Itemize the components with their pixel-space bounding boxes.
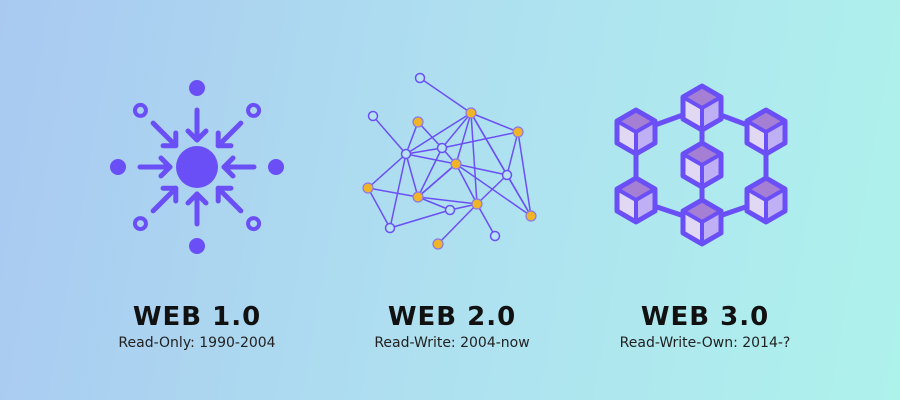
network-edge	[476, 203, 496, 237]
panel-title: WEB 2.0	[387, 302, 517, 332]
arrow-head-icon	[215, 185, 234, 204]
block-cube-icon	[744, 175, 788, 225]
peer-node	[444, 204, 456, 216]
network-edge	[405, 153, 457, 165]
arrow-shaft	[150, 185, 179, 214]
arrow-head-icon	[158, 155, 173, 179]
network-edge	[417, 147, 443, 198]
active-node	[432, 238, 444, 250]
network-edge	[437, 203, 478, 245]
block-cube-icon	[614, 107, 658, 157]
peer-node	[489, 230, 501, 242]
active-node	[471, 198, 483, 210]
network-edge	[367, 187, 391, 229]
client-ring	[246, 216, 262, 232]
block-cube-icon	[614, 175, 658, 225]
client-node	[189, 238, 205, 254]
block-cube-icon	[744, 107, 788, 157]
client-node	[268, 159, 284, 175]
peer-node	[501, 169, 513, 181]
network-edge	[441, 112, 472, 149]
panel-web2: WEB 2.0 Read-Write: 2004-now	[322, 300, 582, 352]
network-edge	[470, 112, 519, 133]
arrow-shaft	[150, 120, 179, 149]
network-edge	[470, 112, 478, 205]
arrow-shaft	[215, 120, 244, 149]
network-graph-icon	[362, 72, 537, 250]
peer-node	[400, 148, 412, 160]
network-edge	[417, 163, 457, 198]
client-ring	[246, 102, 262, 118]
arrow-head-icon	[185, 191, 209, 206]
network-edge	[517, 131, 532, 217]
panel-subtitle: Read-Write-Own: 2014-?	[619, 335, 791, 351]
arrow-head-icon	[221, 155, 236, 179]
network-edge	[405, 112, 472, 155]
blockchain-cubes-icon	[614, 83, 788, 247]
network-edge	[389, 209, 451, 229]
network-edge	[455, 163, 532, 217]
active-node	[412, 191, 424, 203]
arrow-head-icon	[185, 128, 209, 143]
client-node	[189, 80, 205, 96]
panel-title: WEB 1.0	[132, 302, 262, 332]
block-cube-icon	[680, 140, 724, 190]
network-edge	[405, 121, 419, 155]
network-edge	[476, 174, 508, 205]
centralized-hub-icon	[110, 80, 284, 254]
panel-web3: WEB 3.0 Read-Write-Own: 2014-?	[575, 300, 835, 352]
peer-node	[367, 110, 379, 122]
network-edge	[455, 163, 508, 176]
network-edge	[441, 131, 519, 149]
arrow-head-icon	[160, 130, 179, 149]
network-edge	[389, 153, 407, 229]
panel-title: WEB 3.0	[640, 302, 770, 332]
client-ring	[132, 216, 148, 232]
network-edge	[417, 196, 451, 211]
active-node	[465, 107, 477, 119]
network-edge	[405, 153, 419, 198]
peer-node	[436, 142, 448, 154]
network-edge	[372, 115, 407, 155]
network-edge	[417, 196, 478, 205]
arrow-head-icon	[160, 185, 179, 204]
panel-subtitle: Read-Only: 1990-2004	[118, 335, 276, 351]
arrow-shaft	[215, 185, 244, 214]
active-node	[412, 116, 424, 128]
peer-node	[414, 72, 426, 84]
active-node	[362, 182, 374, 194]
network-edge	[417, 121, 443, 149]
arrow-head-icon	[215, 130, 234, 149]
network-edge	[405, 147, 443, 155]
active-node	[512, 126, 524, 138]
active-node	[525, 210, 537, 222]
panel-web1: WEB 1.0 Read-Only: 1990-2004	[67, 300, 327, 352]
network-edge	[506, 131, 519, 176]
network-edge	[470, 112, 508, 176]
network-edge	[367, 187, 419, 198]
network-edge	[367, 153, 407, 189]
network-edge	[419, 77, 472, 114]
hub-node	[176, 146, 218, 188]
active-node	[450, 158, 462, 170]
client-node	[110, 159, 126, 175]
block-cube-icon	[680, 83, 724, 133]
network-edge	[455, 112, 472, 165]
client-ring	[132, 102, 148, 118]
peer-node	[384, 222, 396, 234]
network-edge	[506, 174, 532, 217]
block-cube-icon	[680, 197, 724, 247]
panel-subtitle: Read-Write: 2004-now	[374, 335, 530, 351]
network-edge	[455, 163, 478, 205]
